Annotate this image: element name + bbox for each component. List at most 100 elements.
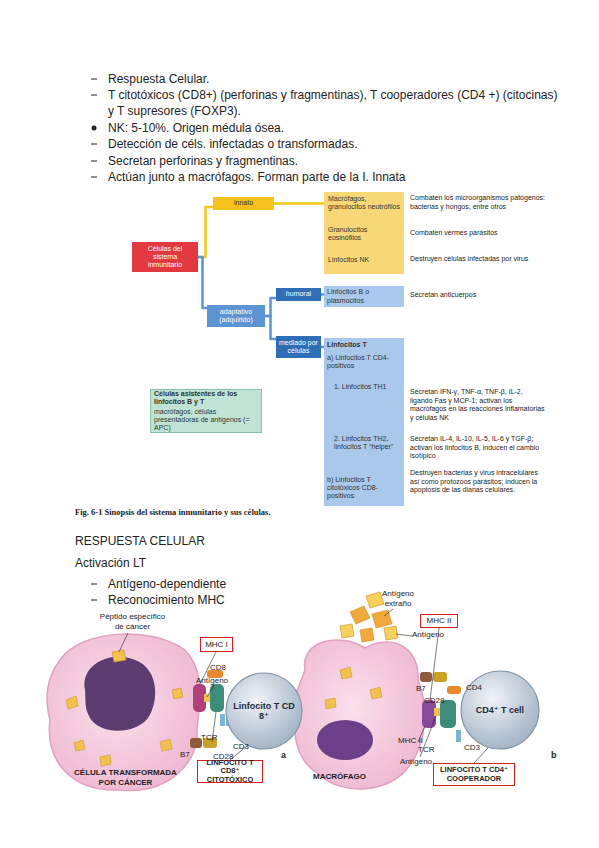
branch-connector [265,298,276,316]
text-line: Antígeno-dependiente [108,576,408,592]
text-line: NK: 5-10%. Origen médula ósea. [108,120,558,136]
part-label: CD3 [233,742,258,752]
cell-membrane [226,673,302,749]
part-label: TCR [201,733,226,743]
text-line: Secretan IFN-γ, TNF-α, TNF-β, IL-2, liga… [410,388,545,422]
text-line: Secretan anticuerpos [410,291,530,300]
antigen-peptide [204,694,210,702]
text-line: Secretan IL-4, IL-10, IL-5, IL-6 y TGF-β… [410,435,545,461]
antigen-piece [370,687,382,699]
part-label: MHC II [398,736,428,746]
cd3-molecule [456,730,461,742]
cd28-molecule [433,672,447,682]
text-line: Activación LT [75,555,375,571]
node-text: CD4⁺ T cell [463,705,537,715]
antigen-piece [360,628,374,642]
peptide [172,688,183,699]
part-label: b [551,750,561,760]
node-text: MHC I [204,640,229,649]
node-text: LINFOCITO T CD4⁺ COOPERADOR [437,766,511,783]
cell-nucleus [317,720,373,760]
bullet-dash [91,79,97,80]
text-line: Detección de céls. infectadas o transfor… [108,136,558,152]
node-text: MHC II [424,616,454,625]
node-text: 1. Linfocitos TH1 [334,383,400,391]
node-text: Linfocitos NK [328,256,400,264]
callout-box: LINFOCITO T CD8⁺ CITOTÓXICO [197,760,263,783]
callout-box: MHC II [420,614,458,628]
node-text: a) Linfocitos T CD4-positivos [327,354,401,370]
part-label: MACRÓFAGO [313,772,373,782]
branch-connector [265,316,276,339]
text-line: Combaten los microorganismos patógenos: … [410,194,545,211]
antigen-piece [325,698,336,709]
node-text: Células del sistema inmunitario [135,245,195,269]
branch-box: mediado por células [276,336,321,358]
bullet-dash [91,600,97,601]
info-box: Células asistentes de los linfocitos B y… [150,389,262,433]
cell-type-box: Linfocitos T a) Linfocitos T CD4-positivo… [324,338,404,506]
node-text: Células asistentes de los linfocitos B y… [154,390,258,406]
node-text: Granulocitos eosinófilos [328,226,400,242]
part-label: CD8 [210,663,236,673]
text-line: Actúan junto a macrófagos. Forman parte … [108,169,558,185]
node-text: humoral [279,290,318,298]
text-line: T citotóxicos (CD8+) (perforinas y fragm… [108,87,558,119]
part-label: B7 [180,750,195,760]
part-label: CD4 [466,683,491,693]
peptide [160,739,172,751]
lymphocyte-cell: CD4⁺ T cell [460,670,540,750]
cell-type-box: Linfocitos B o plasmocitos [324,286,404,307]
part-label: Antígeno [412,630,452,640]
part-label: Péptido específico de cáncer [95,612,170,632]
branch-connector [198,257,207,308]
text-line: Secretan perforinas y fragmentinas. [108,153,558,169]
bullet-dash [91,144,97,145]
root-box: Células del sistema inmunitario [132,242,198,272]
node-text: macrófagos, células presentadoras de ant… [154,408,258,432]
part-label: TCR [418,745,443,755]
antigen-piece [366,592,384,608]
antigen-piece [372,610,392,628]
cancer-cell [47,634,200,790]
peptide [74,740,85,751]
internalized-antigen [325,667,382,709]
text-line: Destruyen células infectadas por virus [410,255,545,264]
antigen-piece [350,606,370,624]
node-text: Macrófagos, granulocitos neutrófilos [328,195,400,211]
peptide [66,696,78,709]
leader-lines [119,609,488,763]
bullet-dash [91,584,97,585]
cell-type-box: Macrófagos, granulocitos neutrófilosGran… [324,192,404,274]
node-text: mediado por células [279,339,318,355]
figure-caption: Fig. 6-1 Sinopsis del sistema inmunitari… [75,507,475,517]
leader-line [119,633,128,652]
node-text: Linfocitos B o plasmocitos [327,288,401,304]
b7-molecule [190,738,202,748]
antigen-piece [340,624,354,638]
part-label: CD28 [424,696,449,706]
part-label: Antígeno [196,676,236,686]
text-line: Destruyen bacterias y virus intracelular… [410,469,545,495]
text-line: Reconocimiento MHC [108,592,408,608]
node-text: 2. Linfocitos TH2, linfocitos T “helper” [334,435,400,451]
part-label: CD28 [213,752,238,762]
lymphocyte-cell: Linfocito T CD 8⁺ [225,672,303,750]
bullet-markers [91,79,97,600]
leader-line [207,685,214,697]
part-label: Antígeno extraño [378,589,418,609]
part-label: B7 [416,684,431,694]
branch-box: innato [213,197,274,210]
node-text: Linfocitos T [327,341,401,349]
branch-connector [198,207,213,257]
leader-line [396,634,412,636]
callout-box: LINFOCITO T CD4⁺ COOPERADOR [433,763,515,786]
node-text: adaptativo (adquirido) [210,308,262,324]
bullet-dash [91,161,97,162]
bullet-dash [91,95,97,96]
cell-nucleus [84,657,155,731]
cd3-molecule [220,714,225,726]
bullet-dash [91,177,97,178]
